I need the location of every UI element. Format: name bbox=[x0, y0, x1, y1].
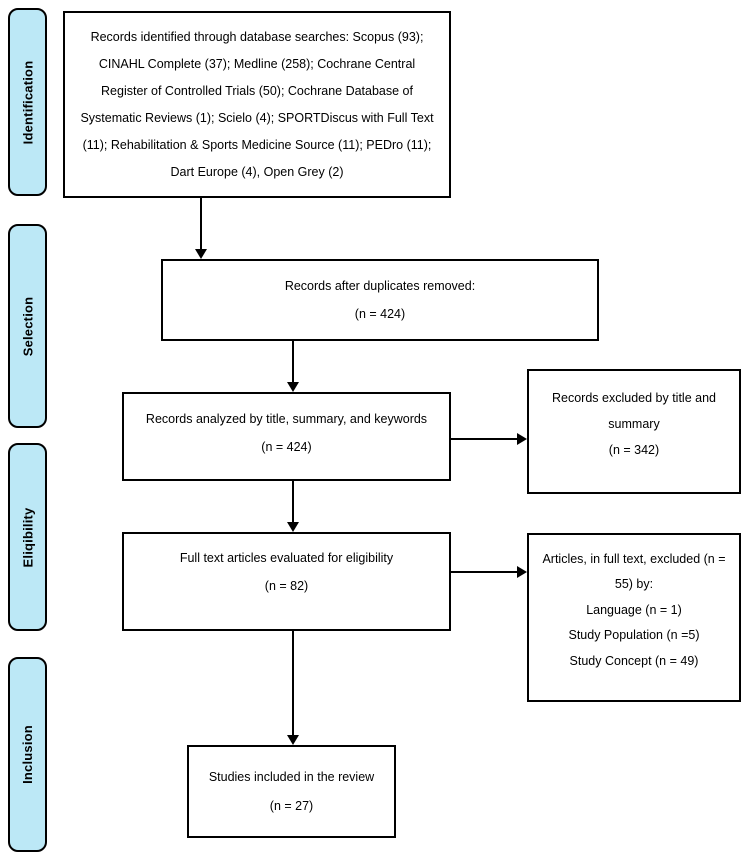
box-records-excluded-count: (n = 342) bbox=[608, 442, 660, 457]
arrow-line bbox=[292, 481, 294, 523]
box-records-analyzed-line: Records analyzed by title, summary, and … bbox=[145, 411, 428, 426]
stage-inclusion: Inclusion bbox=[8, 657, 47, 852]
arrow-line bbox=[451, 438, 519, 440]
stage-identification-label: Identification bbox=[20, 60, 36, 144]
arrow-down-icon bbox=[287, 522, 299, 532]
arrow-down-icon bbox=[287, 735, 299, 745]
box-records-identified-line: Systematic Reviews (1); Scielo (4); SPOR… bbox=[80, 110, 434, 125]
arrow-line bbox=[292, 341, 294, 383]
stage-inclusion-label: Inclusion bbox=[20, 725, 36, 784]
box-studies-included-line: Studies included in the review bbox=[208, 769, 375, 784]
arrow-line bbox=[200, 197, 202, 250]
box-fulltext-evaluated-line: Full text articles evaluated for eligibi… bbox=[179, 550, 394, 565]
stage-selection: Selection bbox=[8, 224, 47, 428]
box-fulltext-evaluated: Full text articles evaluated for eligibi… bbox=[122, 532, 451, 631]
box-fulltext-excluded-line: 55) by: bbox=[614, 577, 654, 592]
box-records-analyzed-count: (n = 424) bbox=[261, 439, 312, 454]
box-records-identified-line: CINAHL Complete (37); Medline (258); Coc… bbox=[98, 56, 416, 71]
box-after-duplicates-removed: Records after duplicates removed: (n = 4… bbox=[161, 259, 599, 341]
arrow-right-icon bbox=[517, 566, 527, 578]
box-records-excluded-title-summary: Records excluded by title and summary (n… bbox=[527, 369, 741, 494]
arrow-line bbox=[292, 631, 294, 736]
box-fulltext-excluded-line: Articles, in full text, excluded (n = bbox=[542, 551, 726, 566]
box-records-identified-line: Register of Controlled Trials (50); Coch… bbox=[101, 83, 413, 98]
box-records-identified-line: Dart Europe (4), Open Grey (2) bbox=[170, 164, 344, 179]
box-records-identified-line: Records identified through database sear… bbox=[90, 29, 424, 44]
stage-eligibility: Eliqibility bbox=[8, 443, 47, 631]
box-studies-included: Studies included in the review (n = 27) bbox=[187, 745, 396, 838]
box-fulltext-excluded-reason: Study Concept (n = 49) bbox=[569, 653, 699, 668]
arrow-down-icon bbox=[287, 382, 299, 392]
box-fulltext-evaluated-count: (n = 82) bbox=[264, 578, 309, 593]
box-records-excluded-line: Records excluded by title and bbox=[552, 390, 716, 405]
arrow-down-icon bbox=[195, 249, 207, 259]
stage-eligibility-label: Eliqibility bbox=[20, 507, 36, 567]
box-records-excluded-line: summary bbox=[608, 416, 660, 431]
box-studies-included-count: (n = 27) bbox=[269, 798, 314, 813]
arrow-line bbox=[451, 571, 519, 573]
box-fulltext-excluded-reason: Study Population (n =5) bbox=[568, 628, 700, 643]
box-after-duplicates-count: (n = 424) bbox=[354, 307, 406, 321]
box-records-identified-line: (11); Rehabilitation & Sports Medicine S… bbox=[82, 137, 432, 152]
stage-identification: Identification bbox=[8, 8, 47, 196]
arrow-right-icon bbox=[517, 433, 527, 445]
box-records-identified: Records identified through database sear… bbox=[63, 11, 451, 198]
box-fulltext-excluded-reason: Language (n = 1) bbox=[586, 602, 682, 617]
box-after-duplicates-line: Records after duplicates removed: bbox=[284, 279, 476, 293]
box-fulltext-excluded: Articles, in full text, excluded (n = 55… bbox=[527, 533, 741, 702]
box-records-analyzed: Records analyzed by title, summary, and … bbox=[122, 392, 451, 481]
stage-selection-label: Selection bbox=[20, 296, 36, 356]
